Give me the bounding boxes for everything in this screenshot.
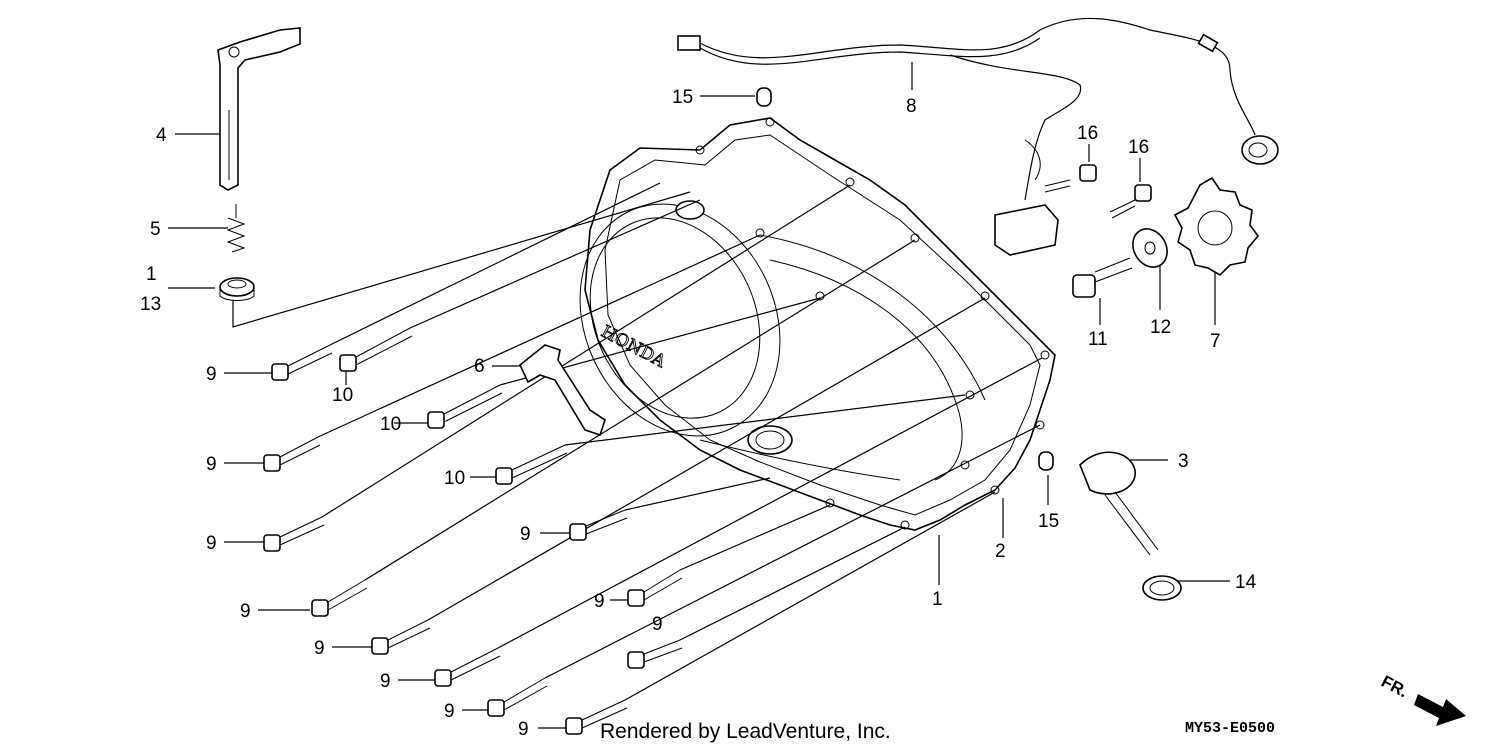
leader-lines: [168, 62, 1230, 729]
part-dipstick[interactable]: [1079, 451, 1159, 556]
callout-6: 6: [474, 356, 485, 377]
callouts: 4 5 1 13 15 8 16 16 11 12 7 6 3 14 15 2 …: [140, 87, 1257, 740]
callout-9-e: 9: [594, 591, 605, 612]
callout-9-k: 9: [518, 719, 529, 740]
part-wire-harness[interactable]: [677, 17, 1279, 256]
diagram-code: MY53-E0500: [1185, 720, 1275, 737]
direction-indicator: FR.: [1378, 672, 1466, 726]
callout-10-c: 10: [444, 468, 465, 489]
callout-7: 7: [1210, 331, 1221, 352]
callout-15-right: 15: [1038, 511, 1059, 532]
callout-16-right: 16: [1128, 137, 1149, 158]
callout-9-g: 9: [652, 614, 663, 635]
part-dowel-pin-top[interactable]: [756, 87, 772, 107]
callout-1-bottom: 1: [932, 589, 943, 610]
clutch-cover[interactable]: HONDA: [543, 117, 1056, 531]
callout-12: 12: [1150, 317, 1171, 338]
part-rotor[interactable]: [1173, 176, 1260, 277]
part-shaft[interactable]: [217, 27, 301, 191]
part-o-ring[interactable]: [1142, 575, 1182, 601]
part-bolt-11[interactable]: [1072, 257, 1133, 298]
callout-4: 4: [156, 125, 167, 146]
callout-1-top: 1: [146, 264, 157, 285]
callout-10-a: 10: [332, 385, 353, 406]
bolt-set[interactable]: [263, 327, 683, 735]
callout-9-h: 9: [314, 638, 325, 659]
part-seal[interactable]: [219, 277, 255, 301]
part-bolt-16b[interactable]: [1109, 184, 1152, 219]
callout-14: 14: [1235, 572, 1257, 593]
credit-text: Rendered by LeadVenture, Inc.: [600, 720, 891, 743]
callout-9-c: 9: [520, 524, 531, 545]
callout-5: 5: [150, 219, 161, 240]
part-spring[interactable]: [226, 204, 246, 253]
callout-11: 11: [1088, 329, 1108, 350]
callout-10-b: 10: [380, 414, 401, 435]
callout-15-top: 15: [672, 87, 693, 108]
callout-2: 2: [995, 541, 1006, 562]
callout-9-j: 9: [444, 701, 455, 722]
part-dowel-pin-right[interactable]: [1038, 451, 1054, 471]
callout-9-a: 9: [206, 364, 217, 385]
part-bolt-16a[interactable]: [1044, 164, 1097, 193]
callout-9-b: 9: [206, 454, 217, 475]
callout-13: 13: [140, 294, 161, 315]
part-bracket[interactable]: [519, 344, 606, 437]
part-washer[interactable]: [1126, 223, 1174, 274]
callout-9-i: 9: [380, 671, 391, 692]
callout-3: 3: [1178, 451, 1189, 472]
callout-8: 8: [906, 96, 917, 117]
direction-label: FR.: [1378, 672, 1411, 702]
callout-9-f: 9: [240, 601, 251, 622]
callout-16-left: 16: [1077, 123, 1098, 144]
front-arrow-icon: [1414, 694, 1466, 726]
callout-9-d: 9: [206, 533, 217, 554]
